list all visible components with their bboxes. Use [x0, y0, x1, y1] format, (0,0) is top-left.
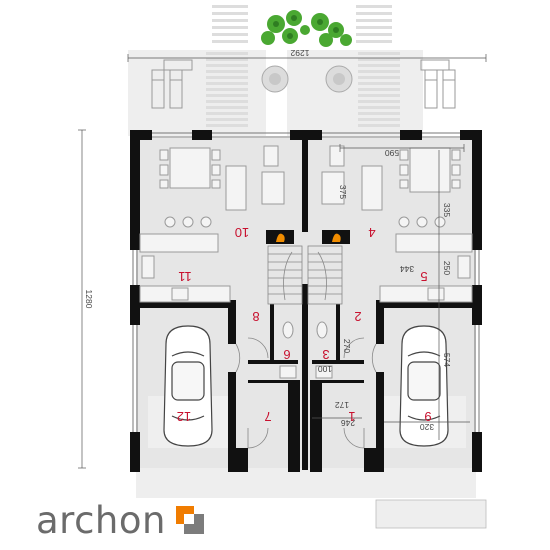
dimension-lines	[78, 54, 487, 469]
room-left-boiler: 6	[283, 347, 290, 362]
staircases	[267, 245, 343, 305]
dim-toilet-width: 246	[341, 418, 355, 428]
sun-lounger-right	[420, 59, 456, 109]
car-left	[163, 325, 213, 447]
driveway	[136, 468, 476, 498]
toilets	[279, 321, 333, 379]
fireplace-left	[266, 230, 294, 244]
dim-garage-depth: 574	[442, 353, 452, 367]
dim-garage-width: 320	[420, 422, 434, 432]
windows	[132, 132, 480, 432]
room-labels: 10 11 8 6 7 12 4 5 2 3 1 9	[177, 225, 432, 424]
dim-hall-depth: 250	[442, 261, 452, 275]
room-right-garage: 9	[424, 409, 431, 424]
dim-total-depth: 1280	[84, 290, 94, 309]
walls	[130, 130, 482, 472]
fireplace-right	[322, 230, 350, 244]
shrubs	[261, 10, 352, 47]
room-right-hall: 5	[420, 269, 427, 284]
sun-lounger-left	[151, 59, 193, 109]
dim-hall-width: 344	[400, 264, 414, 274]
dim-dining-depth: 335	[442, 203, 452, 217]
room-right-vestibule: 1	[348, 409, 355, 424]
archon-square-icon	[175, 506, 204, 534]
doors	[235, 337, 377, 449]
room-left-living: 10	[235, 225, 249, 240]
room-left-hall: 11	[178, 269, 192, 284]
room-left-vestibule: 7	[264, 409, 271, 424]
logo-text: archon	[36, 498, 166, 542]
room-left-garage: 12	[177, 409, 191, 424]
terrace	[128, 5, 456, 136]
dim-bath-width: 100	[318, 364, 332, 374]
dim-kitchen-width: 590	[385, 148, 399, 158]
dim-stair-depth: 375	[338, 185, 348, 199]
room-right-stair-hall: 2	[354, 309, 361, 324]
furniture	[139, 145, 473, 303]
car-right	[399, 325, 449, 447]
dim-boiler-depth: 270	[342, 339, 352, 353]
dim-total-width: 1292	[290, 48, 309, 58]
room-left-stair-hall: 8	[252, 309, 259, 324]
room-right-living: 4	[368, 225, 375, 240]
archon-logo: archon	[36, 498, 204, 542]
dim-toilet-depth: 172	[335, 400, 349, 410]
room-right-boiler: 3	[322, 347, 329, 362]
